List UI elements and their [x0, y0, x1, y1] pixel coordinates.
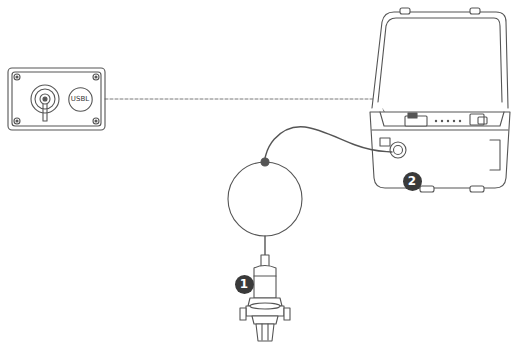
callout-text: 1	[240, 278, 248, 290]
case	[370, 8, 510, 192]
callout-number: 1	[235, 275, 254, 294]
panel-screws	[14, 74, 99, 124]
callout-text: 2	[408, 175, 416, 187]
panel-inner	[12, 72, 101, 126]
port-circle: USBL	[68, 87, 93, 112]
cable	[265, 127, 392, 158]
port-label: USBL	[71, 96, 89, 103]
float-sphere	[228, 162, 302, 236]
panel-plate	[8, 68, 105, 130]
panel-connector	[31, 85, 59, 121]
usbl-transducer	[240, 255, 290, 341]
sphere-top-fitting	[261, 158, 269, 166]
reference-line	[105, 99, 398, 140]
callout-number: 2	[403, 172, 422, 191]
